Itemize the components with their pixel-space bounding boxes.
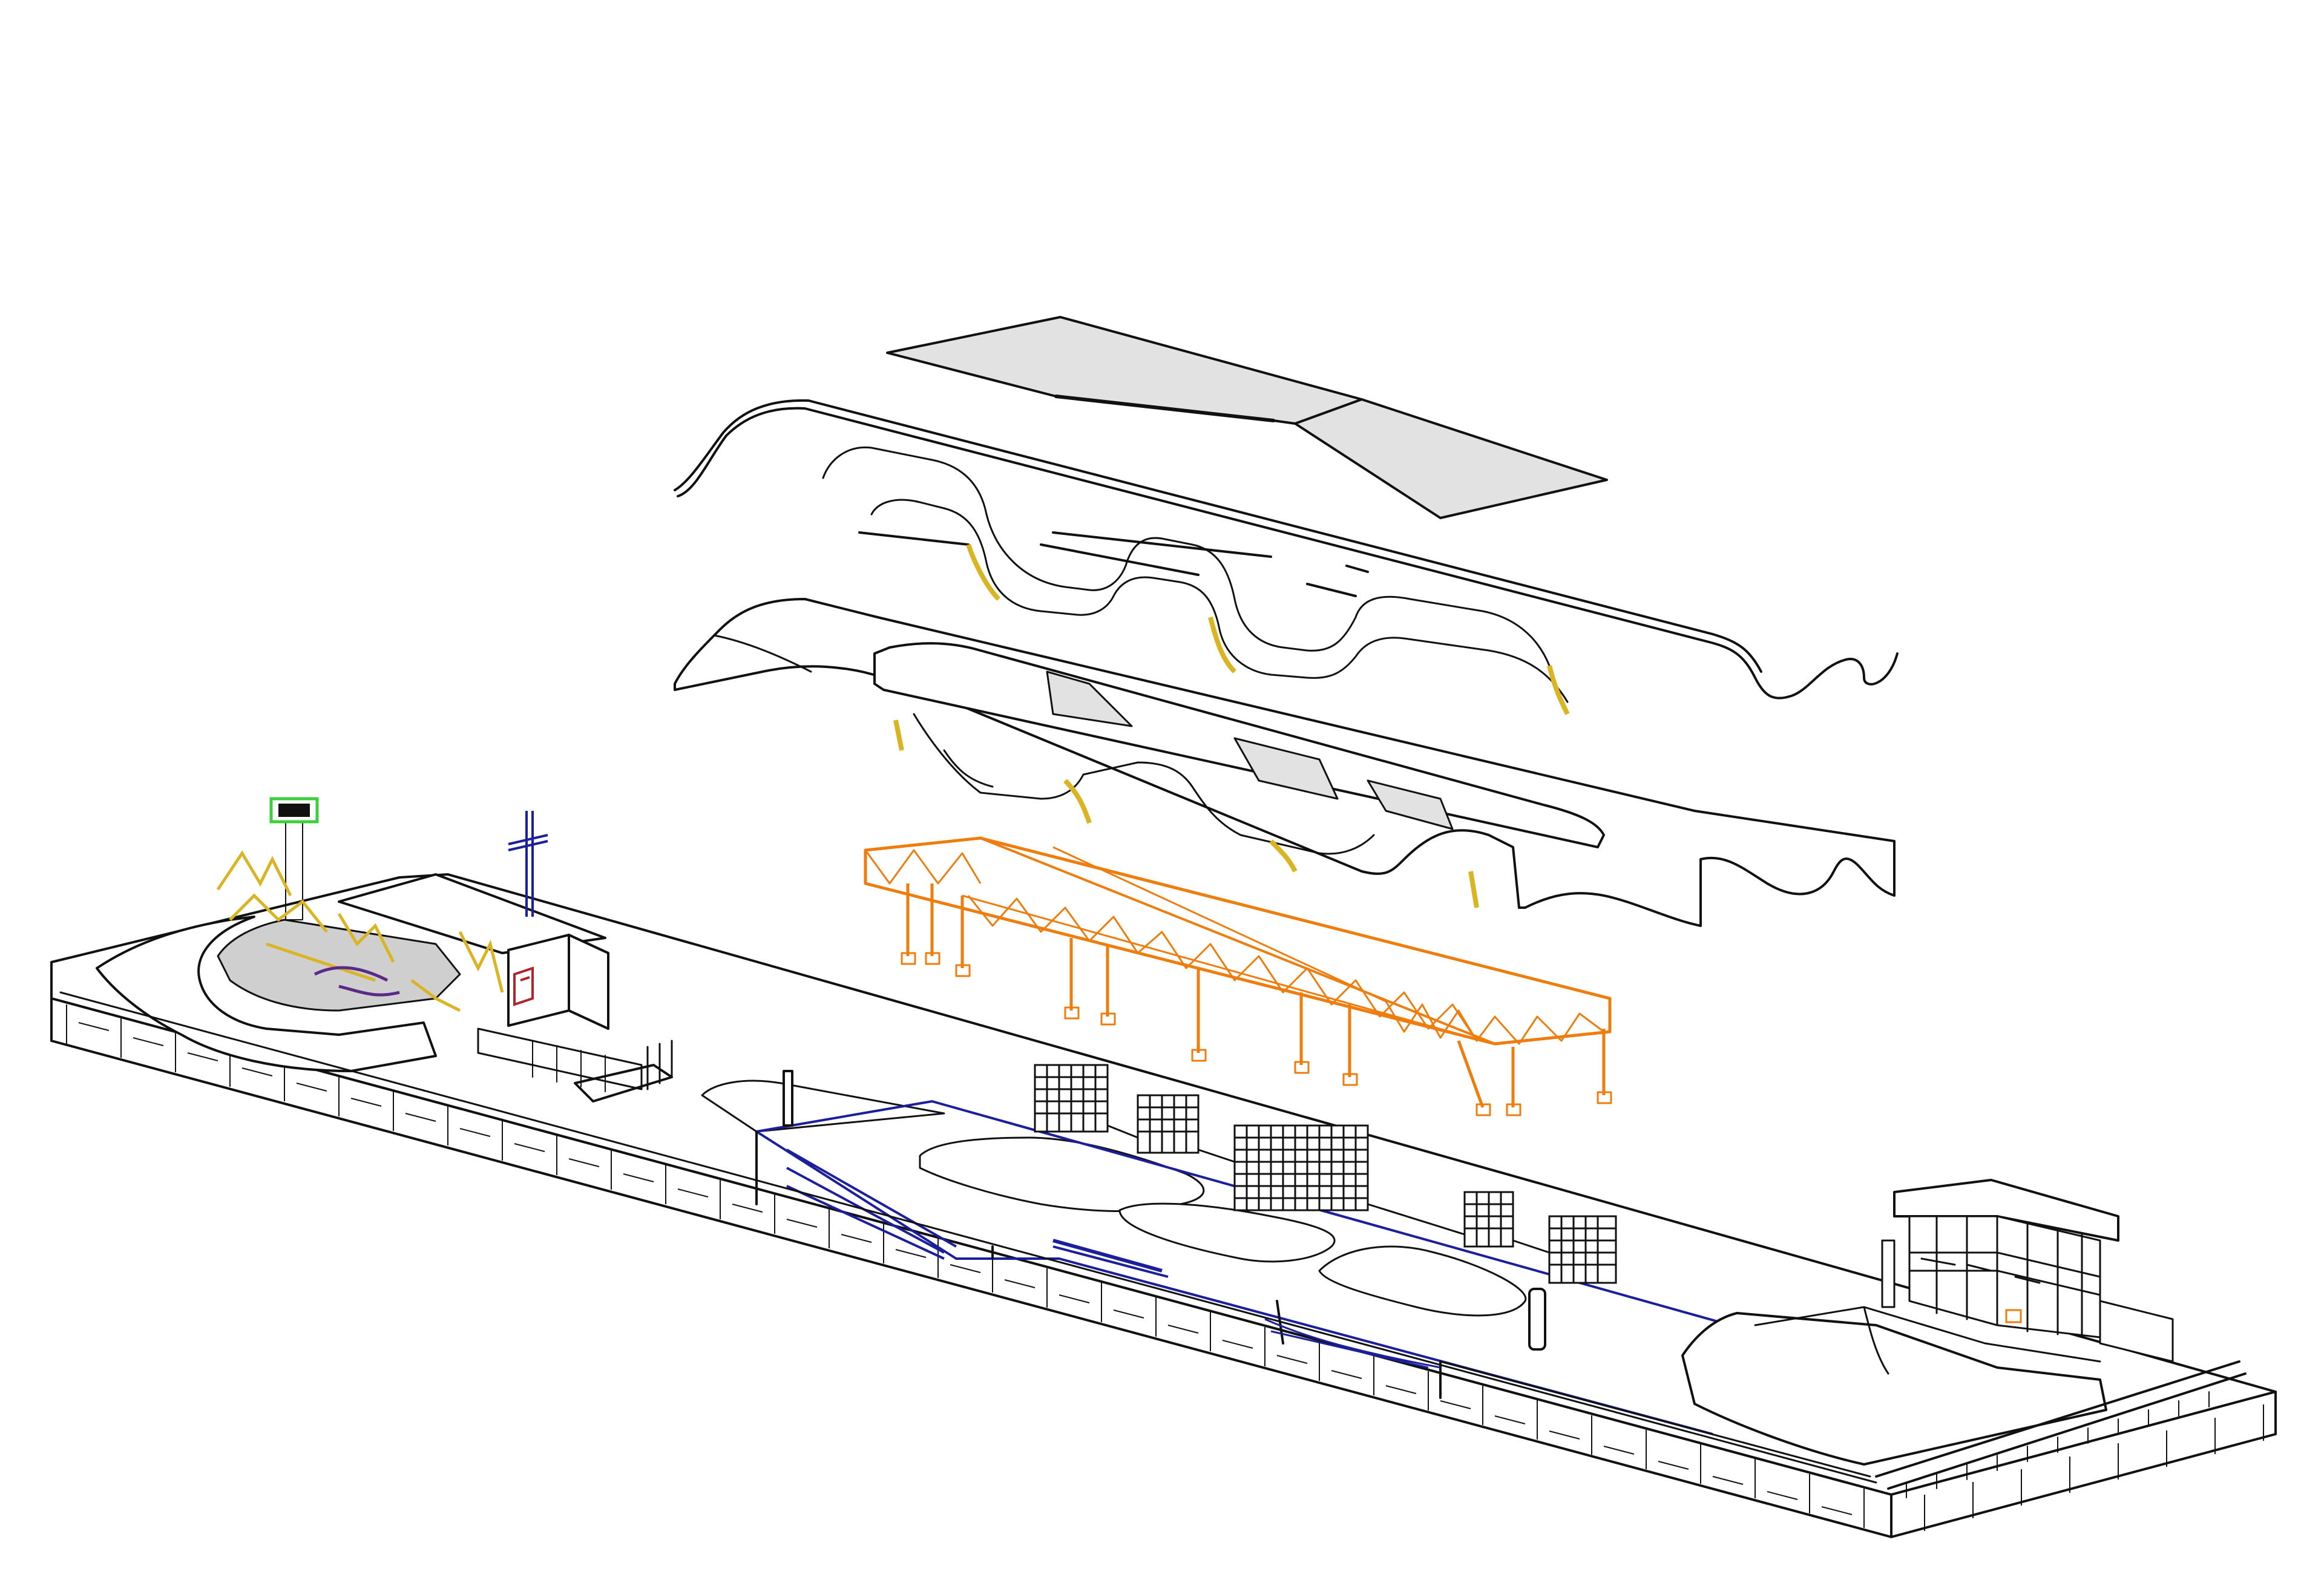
end-pavilion (1681, 1179, 2247, 1498)
steel-truss (864, 836, 1612, 1116)
screen-wall (1034, 1064, 1617, 1284)
canopy-shell (674, 598, 1896, 927)
left-deck (96, 797, 673, 1103)
wall-hatching (66, 1004, 2264, 1531)
cross-marker (508, 811, 548, 917)
site-base (50, 797, 2277, 1538)
roof-frame (674, 399, 1899, 715)
roof-panels (886, 316, 1608, 519)
plaza (701, 1070, 1833, 1435)
machine-sculpture (216, 850, 504, 1012)
